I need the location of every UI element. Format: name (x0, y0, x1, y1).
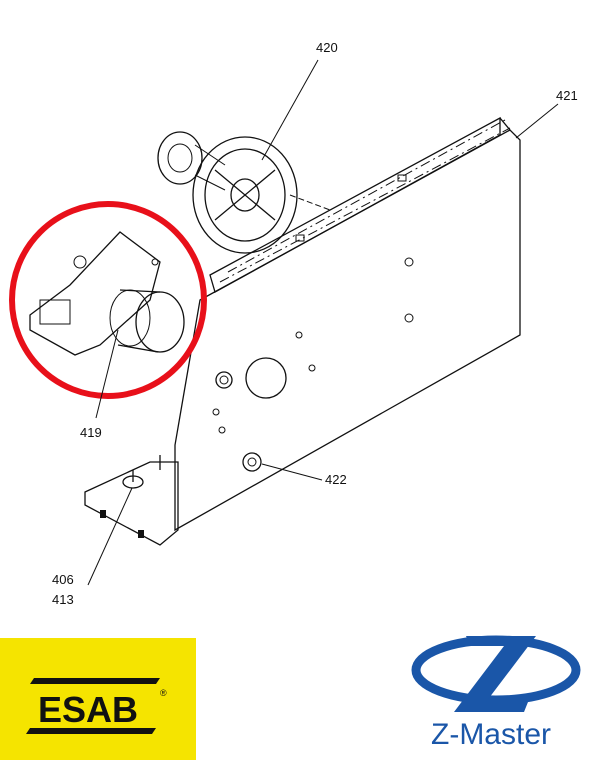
label-420: 420 (316, 40, 338, 55)
motor-assembly (29, 231, 185, 356)
zmaster-logo: Z-Master (396, 622, 600, 760)
esab-logo: ESAB ® (0, 638, 196, 760)
label-406: 406 (52, 572, 74, 587)
mounting-plate (174, 116, 521, 532)
base-foot (84, 455, 179, 546)
zmaster-text: Z-Master (431, 718, 551, 751)
leader-lines (87, 59, 559, 586)
label-422: 422 (325, 472, 347, 487)
highlight-circle (9, 201, 207, 399)
esab-mark: ® (160, 688, 167, 698)
label-421: 421 (556, 88, 578, 103)
spool-wheel (157, 131, 331, 254)
label-419: 419 (80, 425, 102, 440)
label-413: 413 (52, 592, 74, 607)
esab-text: ESAB (38, 689, 138, 730)
